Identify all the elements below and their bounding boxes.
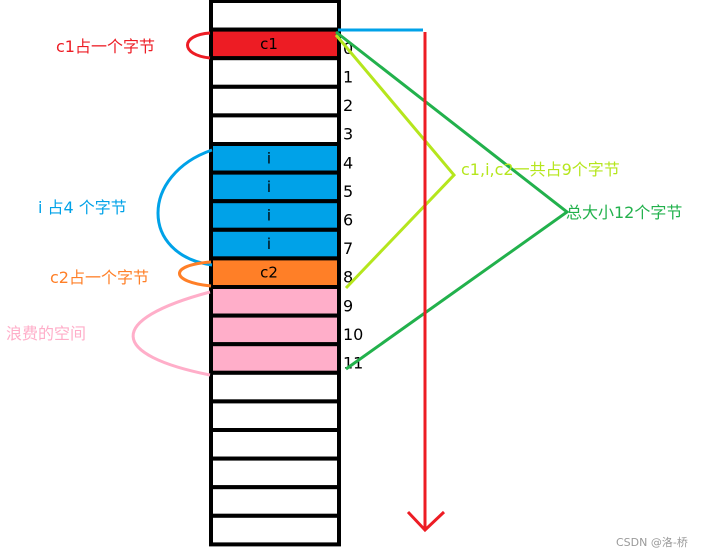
cell-label: i <box>267 207 271 225</box>
c1-size-label: c1占一个字节 <box>56 37 155 56</box>
watermark: CSDN @洛-桥 <box>616 535 688 549</box>
memory-cell <box>209 342 341 375</box>
total-size-label: 总大小12个字节 <box>566 203 682 222</box>
memory-cell <box>209 0 341 32</box>
offset-number: 4 <box>343 153 353 172</box>
c1-bracket <box>186 31 211 60</box>
offset-number: 7 <box>343 239 353 258</box>
memory-cell <box>209 485 341 518</box>
offset-number: 10 <box>343 325 363 344</box>
memory-cell <box>209 513 341 547</box>
cell-label: i <box>267 149 271 167</box>
memory-cell <box>209 456 341 490</box>
c2-bracket <box>178 260 212 288</box>
offset-number: 5 <box>343 182 353 201</box>
memory-cell <box>209 199 341 232</box>
memory-cell <box>209 370 341 404</box>
used-total-connector <box>334 34 457 290</box>
memory-cell <box>209 313 341 347</box>
memory-cell <box>209 142 341 175</box>
memory-cell <box>209 170 341 204</box>
memory-cell <box>209 113 341 147</box>
offset-number: 1 <box>343 68 353 87</box>
cell-label: c2 <box>260 264 278 282</box>
arrow-head <box>406 510 446 533</box>
wasted-bracket <box>131 290 211 377</box>
c2-size-label: c2占一个字节 <box>50 268 149 287</box>
used-total-label: c1,i,c2一共占9个字节 <box>461 160 620 179</box>
offset-number: 3 <box>343 125 353 144</box>
wasted-space-label: 浪费的空间 <box>6 324 86 343</box>
cell-label: i <box>267 235 271 253</box>
memory-cell <box>209 399 341 432</box>
memory-cell <box>209 428 341 461</box>
offset-number: 2 <box>343 96 353 115</box>
offset-number: 6 <box>343 211 353 230</box>
memory-cell <box>209 84 341 118</box>
memory-cell <box>209 227 341 261</box>
i-size-label: i 占4 个字节 <box>38 198 127 217</box>
offset-number: 9 <box>343 296 353 315</box>
memory-cell <box>209 285 341 318</box>
cell-label: i <box>267 178 271 196</box>
i-bracket <box>156 148 213 267</box>
memory-cell <box>209 56 341 89</box>
cell-label: c1 <box>260 35 278 53</box>
total-size-connector <box>335 30 570 371</box>
offset-number: 8 <box>343 268 353 287</box>
